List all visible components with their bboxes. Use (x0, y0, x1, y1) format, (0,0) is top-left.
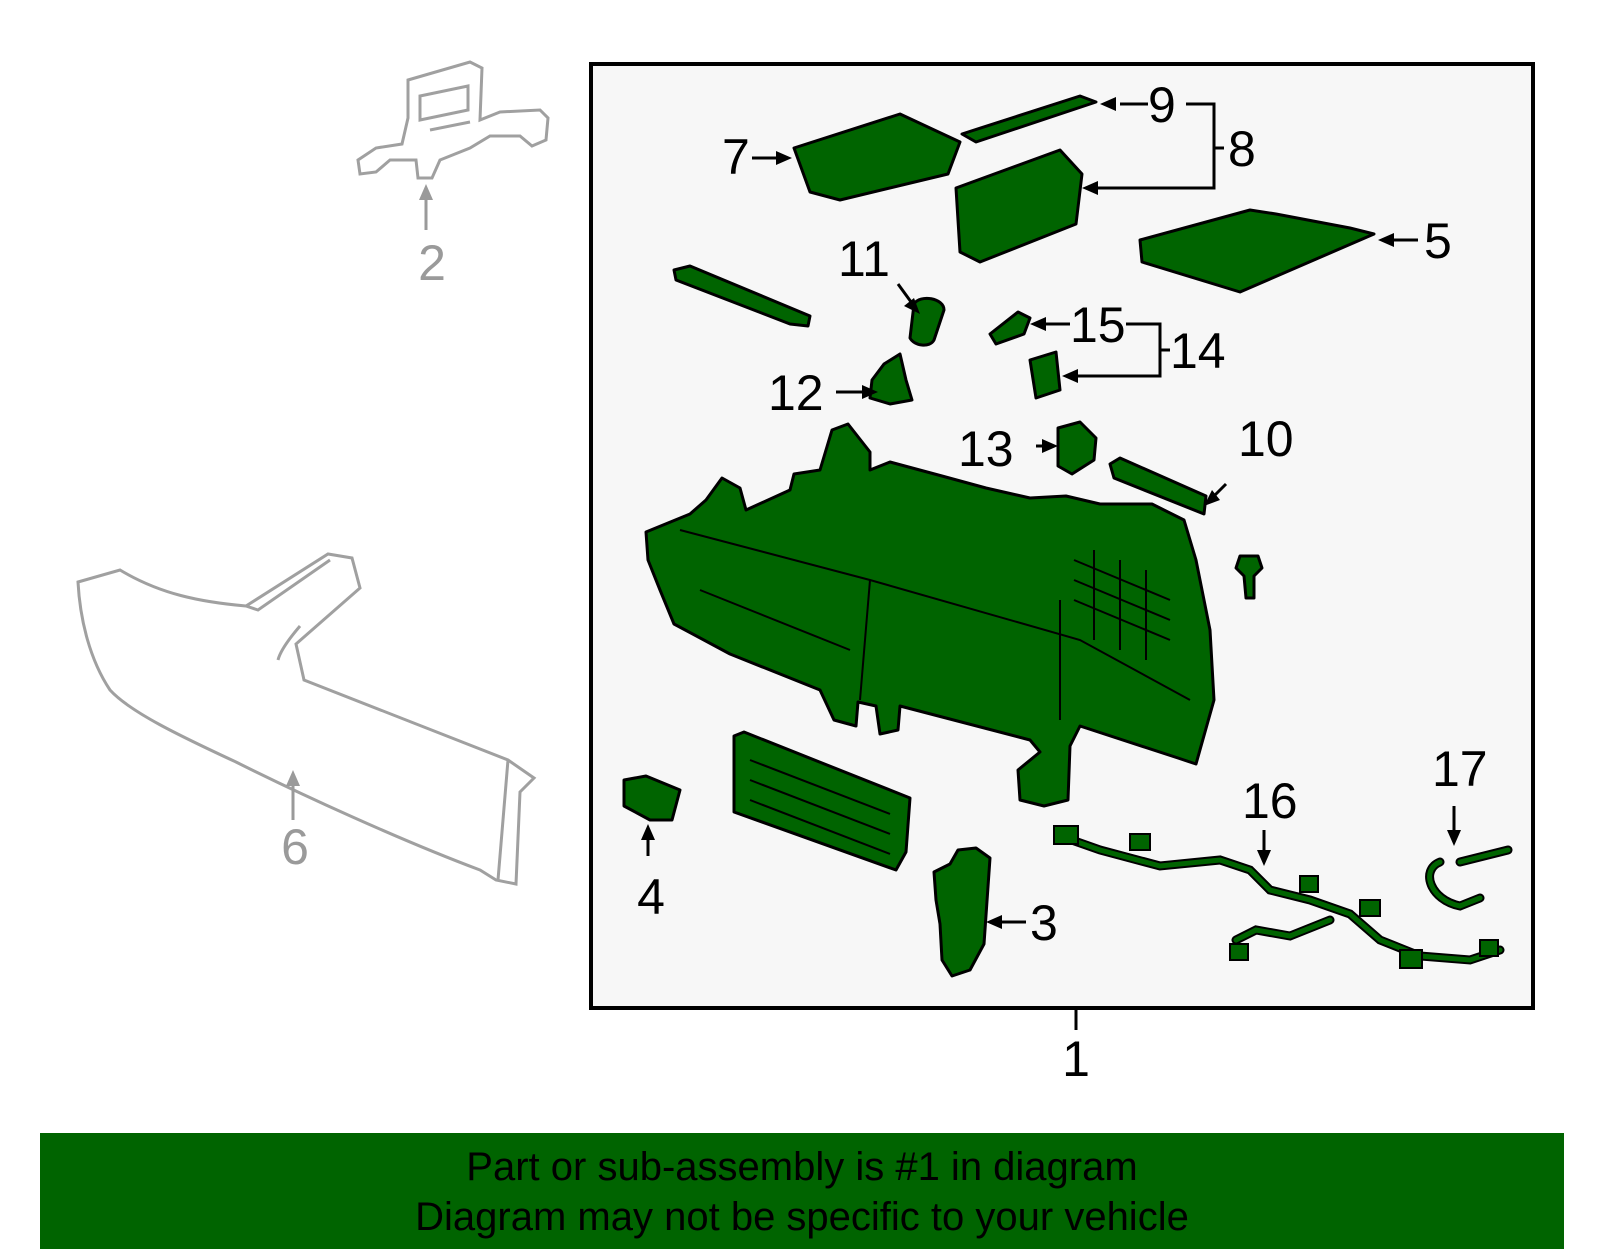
callout-10: 10 (1238, 411, 1294, 467)
trim-strip (672, 264, 812, 328)
callout-4: 4 (637, 869, 665, 925)
callout-7: 7 (722, 129, 750, 185)
disclaimer-banner: Part or sub-assembly is #1 in diagram Di… (40, 1133, 1564, 1249)
callout-11: 11 (838, 231, 890, 287)
parts-diagram: 1 2 3 4 5 6 7 8 9 10 11 12 13 14 15 16 1… (76, 60, 1535, 1087)
callout-2-arrow (419, 184, 433, 200)
part-2-bracket (356, 60, 550, 180)
callout-5: 5 (1424, 213, 1452, 269)
console-detail-lines (679, 529, 1191, 855)
callout-6: 6 (281, 819, 309, 875)
callout-3: 3 (1030, 895, 1058, 951)
part-17-wire-inner (1427, 847, 1511, 909)
callout-2: 2 (418, 235, 446, 291)
part-16-wiring-harness-inner (1063, 835, 1503, 963)
callout-8: 8 (1228, 121, 1256, 177)
part-5-lid (1138, 208, 1376, 294)
part-15-button (988, 310, 1032, 346)
callout-16: 16 (1242, 773, 1298, 829)
part-9-mat (960, 94, 1098, 144)
callout-9: 9 (1148, 77, 1176, 133)
banner-line-2: Diagram may not be specific to your vehi… (415, 1195, 1189, 1239)
callout-14: 14 (1170, 323, 1226, 379)
screw (1234, 554, 1264, 600)
callout-17: 17 (1432, 741, 1488, 797)
part-3-bracket (932, 846, 992, 978)
part-8-bin (954, 148, 1084, 264)
part-13-socket (1056, 420, 1098, 476)
vent-panel (732, 730, 912, 872)
part-16-connectors (1053, 825, 1499, 969)
part-6-side-trim (76, 552, 537, 886)
part-12-latch (868, 352, 914, 406)
arrowheads (641, 97, 1461, 929)
callout-15: 15 (1070, 297, 1126, 353)
callout-13: 13 (958, 421, 1014, 477)
callout-12: 12 (768, 365, 824, 421)
part-4-clip (622, 774, 682, 822)
callout-1: 1 (1062, 1031, 1090, 1087)
banner-line-1: Part or sub-assembly is #1 in diagram (466, 1145, 1138, 1189)
console-body (644, 422, 1216, 808)
callout-6-arrow (286, 770, 300, 786)
part-7-tray (792, 112, 962, 202)
part-14-switch (1028, 350, 1062, 400)
